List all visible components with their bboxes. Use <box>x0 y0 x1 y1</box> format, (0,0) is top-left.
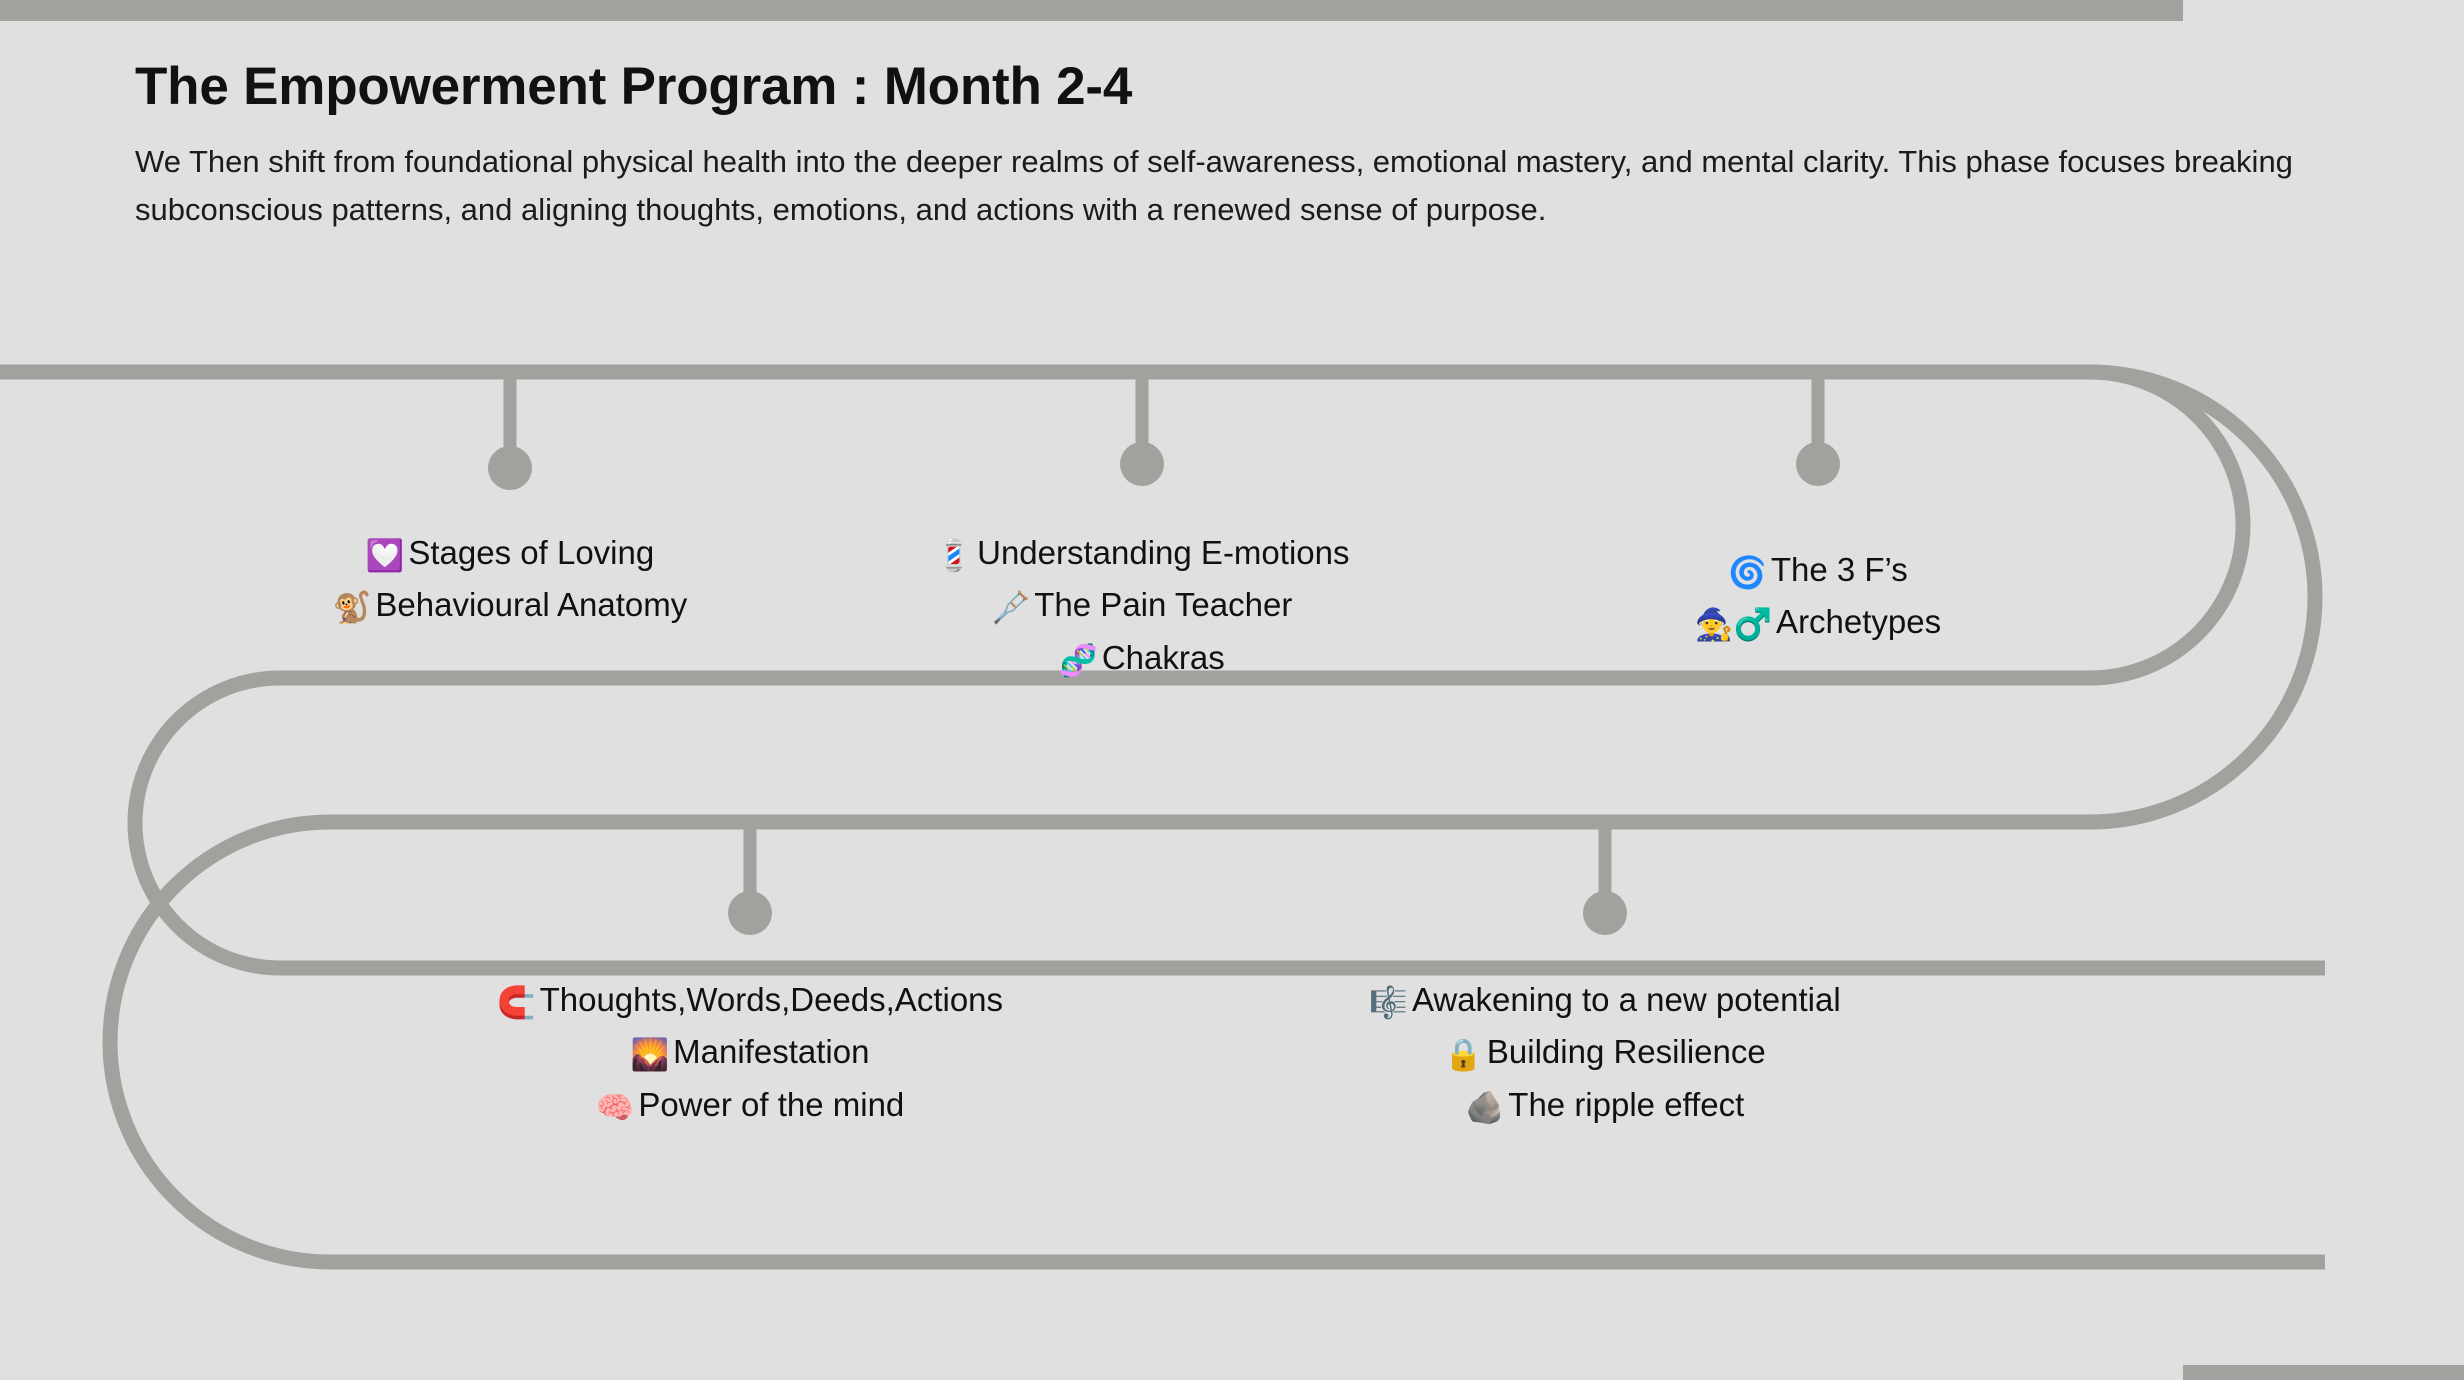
lock-icon: 🔒 <box>1444 1037 1483 1074</box>
list-item-label: Behavioural Anatomy <box>375 586 688 624</box>
musical-score-icon: 🎼 <box>1369 985 1408 1021</box>
list-item: 🩼The Pain Teacher <box>935 580 1350 632</box>
list-item-label: Building Resilience <box>1486 1033 1766 1071</box>
timeline-node-4-labels: 🧲Thoughts,Words,Deeds,Actions 🌄Manifesta… <box>497 975 1003 1132</box>
page-description: We Then shift from foundational physical… <box>135 144 2293 228</box>
timeline-node-1-labels: 💟Stages of Loving 🐒Behavioural Anatomy <box>333 528 687 633</box>
list-item: 🎼Awakening to a new potential <box>1369 975 1840 1027</box>
timeline-node-5-labels: 🎼Awakening to a new potential 🔒Building … <box>1369 975 1840 1132</box>
list-item-label: The 3 F’s <box>1770 551 1908 588</box>
list-item-label: Stages of Loving <box>408 534 655 571</box>
mage-male-icon: 🧙♂️ <box>1694 607 1773 644</box>
sunrise-over-mountains-icon: 🌄 <box>630 1037 670 1074</box>
list-item: 🧲Thoughts,Words,Deeds,Actions <box>497 975 1003 1027</box>
bottom-chrome-band <box>2183 1365 2464 1380</box>
dna-icon: 🧬 <box>1059 642 1098 679</box>
list-item: 🌄Manifestation <box>497 1027 1003 1079</box>
barber-pole-icon: 💈 <box>934 538 974 574</box>
list-item: 🐒Behavioural Anatomy <box>333 580 687 632</box>
list-item: 🌀The 3 F’s <box>1695 545 1941 597</box>
cyclone-icon: 🌀 <box>1728 555 1767 591</box>
timeline-node-3-labels: 🌀The 3 F’s 🧙♂️Archetypes <box>1695 545 1941 650</box>
header-block: The Empowerment Program : Month 2-4 We T… <box>135 57 2365 234</box>
list-item-label: Manifestation <box>673 1033 870 1071</box>
list-item: 🔒Building Resilience <box>1369 1027 1840 1079</box>
list-item: 🧠Power of the mind <box>497 1080 1003 1132</box>
list-item: 🪨The ripple effect <box>1369 1080 1840 1132</box>
list-item: 💟Stages of Loving <box>333 528 687 580</box>
heart-decoration-icon: 💟 <box>365 538 405 574</box>
list-item-label: Understanding E-motions <box>977 534 1350 571</box>
magnet-icon: 🧲 <box>496 985 536 1021</box>
list-item-label: Archetypes <box>1776 603 1942 641</box>
list-item-label: The Pain Teacher <box>1034 586 1293 624</box>
list-item: 🧙♂️Archetypes <box>1695 597 1941 649</box>
list-item: 🧬Chakras <box>935 633 1350 685</box>
list-item-label: Power of the mind <box>638 1085 905 1123</box>
crutch-icon: 🩼 <box>991 590 1031 627</box>
list-item-label: The ripple effect <box>1508 1085 1745 1123</box>
page-title: The Empowerment Program : Month 2-4 <box>135 57 1133 116</box>
brain-icon: 🧠 <box>595 1089 635 1126</box>
list-item-label: Thoughts,Words,Deeds,Actions <box>539 981 1004 1018</box>
monkey-icon: 🐒 <box>332 590 372 627</box>
timeline-node-2-labels: 💈Understanding E-motions 🩼The Pain Teach… <box>935 528 1350 685</box>
list-item-label: Chakras <box>1101 638 1225 676</box>
top-chrome-band <box>0 0 2183 21</box>
list-item: 💈Understanding E-motions <box>935 528 1350 580</box>
list-item-label: Awakening to a new potential <box>1411 981 1841 1018</box>
rock-icon: 🪨 <box>1465 1089 1505 1126</box>
